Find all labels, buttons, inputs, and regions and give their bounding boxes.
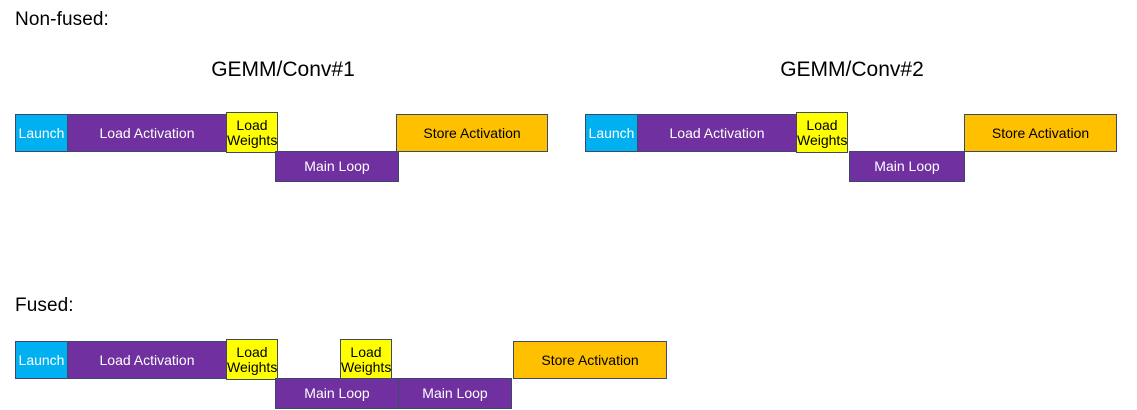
bar-main-loop-fused-1: Main Loop (275, 378, 399, 409)
bar-label-load-activation-g1: Load Activation (99, 124, 195, 141)
bar-store-activation-g1: Store Activation (396, 114, 548, 152)
bar-label-launch-g2: Launch (588, 124, 635, 141)
section-title-fused: Fused: (15, 295, 74, 316)
bar-label-load-activation-g2: Load Activation (669, 124, 765, 141)
bar-main-loop-g1: Main Loop (275, 151, 399, 182)
bar-label-main-loop-fused-2: Main Loop (422, 385, 488, 402)
bar-label-launch-fused: Launch (18, 351, 65, 368)
bar-load-activation-g1: Load Activation (67, 114, 227, 152)
bar-launch-fused: Launch (15, 341, 68, 379)
bar-main-loop-fused-2: Main Loop (398, 378, 512, 409)
group-title-gemm-conv-1: GEMM/Conv#1 (211, 58, 355, 81)
bar-load-activation-fused: Load Activation (67, 341, 227, 379)
bar-label-load-activation-fused: Load Activation (99, 351, 195, 368)
bar-label-store-activation-fused: Store Activation (541, 351, 639, 368)
bar-launch-g1: Launch (15, 114, 68, 152)
bar-label-main-loop-g1: Main Loop (304, 158, 370, 175)
group-title-gemm-conv-2: GEMM/Conv#2 (780, 58, 924, 81)
bar-label-launch-g1: Launch (18, 124, 65, 141)
bar-main-loop-g2: Main Loop (849, 151, 965, 182)
bar-store-activation-g2: Store Activation (964, 114, 1117, 152)
bar-store-activation-fused: Store Activation (513, 341, 667, 379)
bar-label-main-loop-fused-1: Main Loop (304, 385, 370, 402)
section-title-non-fused: Non-fused: (15, 9, 109, 30)
bar-label-store-activation-g2: Store Activation (991, 124, 1090, 141)
bar-label-main-loop-g2: Main Loop (874, 158, 940, 175)
bar-label-store-activation-g1: Store Activation (423, 124, 521, 141)
bar-load-activation-g2: Load Activation (637, 114, 797, 152)
bar-launch-g2: Launch (585, 114, 638, 152)
